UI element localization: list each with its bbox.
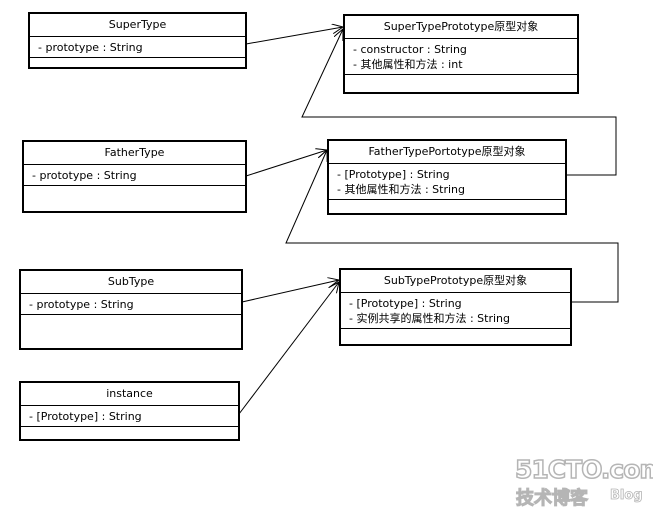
class-name: SuperType	[30, 14, 245, 37]
class-attributes: - prototype : String	[24, 165, 245, 186]
attribute: - prototype : String	[32, 169, 137, 182]
arrow-instance-to-prototype	[238, 282, 339, 415]
class-name: SubType	[21, 271, 241, 294]
arrow-fathertype-to-prototype	[245, 150, 327, 177]
attribute: - [Prototype] : String	[349, 297, 462, 310]
watermark-site: 51CTO.com	[515, 455, 653, 484]
class-subtype[interactable]: SubType - prototype : String	[19, 269, 243, 350]
class-name: FatherType	[24, 142, 245, 165]
class-supertype[interactable]: SuperType - prototype : String	[28, 12, 247, 69]
class-name: instance	[21, 383, 238, 406]
class-attributes: - prototype : String	[30, 37, 245, 58]
class-name: SubTypePrototype原型对象	[341, 270, 570, 293]
class-attributes: - [Prototype] : String	[21, 406, 238, 427]
51cto-watermark-logo: 51CTO.com 技术博客 Blog	[514, 454, 653, 509]
class-attributes: - constructor : String - 其他属性和方法 : int	[345, 39, 577, 75]
attribute: - prototype : String	[38, 41, 143, 54]
arrow-father-proto-to-super-proto	[301, 29, 617, 176]
attribute: - [Prototype] : String	[29, 410, 142, 423]
class-attributes: - [Prototype] : String - 其他属性和方法 : Strin…	[329, 164, 565, 200]
class-instance[interactable]: instance - [Prototype] : String	[19, 381, 240, 441]
watermark-blog: Blog	[610, 488, 643, 503]
attribute: - 其他属性和方法 : int	[353, 58, 463, 71]
attribute: - constructor : String	[353, 43, 467, 56]
class-fathertype[interactable]: FatherType - prototype : String	[22, 140, 247, 213]
arrow-subtype-to-prototype	[241, 280, 339, 303]
arrow-supertype-to-prototype	[245, 27, 343, 45]
class-supertype-prototype[interactable]: SuperTypePrototype原型对象 - constructor : S…	[343, 14, 579, 94]
attribute: - [Prototype] : String	[337, 168, 450, 181]
class-name: SuperTypePrototype原型对象	[345, 16, 577, 39]
attribute: - 其他属性和方法 : String	[337, 183, 465, 196]
class-name: FatherTypePortotype原型对象	[329, 141, 565, 164]
attribute: - 实例共享的属性和方法 : String	[349, 312, 510, 325]
class-fathertype-prototype[interactable]: FatherTypePortotype原型对象 - [Prototype] : …	[327, 139, 567, 215]
class-attributes: - [Prototype] : String - 实例共享的属性和方法 : St…	[341, 293, 570, 329]
arrow-sub-proto-to-father-proto	[285, 150, 619, 303]
class-subtype-prototype[interactable]: SubTypePrototype原型对象 - [Prototype] : Str…	[339, 268, 572, 346]
watermark-cn: 技术博客	[516, 487, 589, 509]
class-attributes: - prototype : String	[21, 294, 241, 315]
attribute: - prototype : String	[29, 298, 134, 311]
